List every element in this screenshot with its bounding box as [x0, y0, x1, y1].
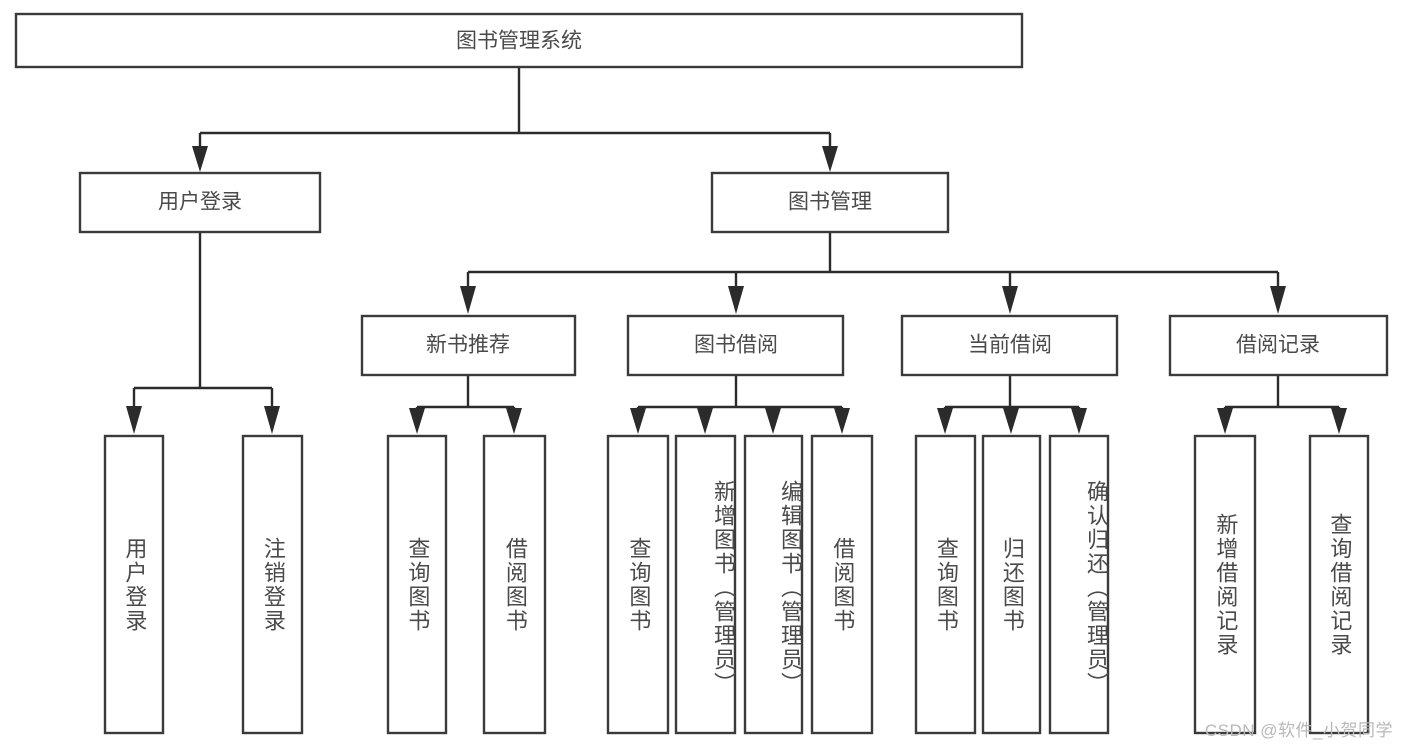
node-borrow-record-label: 借阅记录 — [1236, 334, 1320, 357]
node-current-borrow-box[interactable] — [900, 314, 1119, 377]
arrowhead-leaf-query-book-2 — [630, 408, 646, 434]
leaf-box-add-book[interactable] — [674, 434, 737, 735]
node-root-box[interactable] — [14, 12, 1024, 69]
connector-group-root — [192, 67, 838, 172]
node-user-login-label: 用户登录 — [158, 191, 242, 214]
node-new-book-rec[interactable]: 新书推荐 — [360, 314, 577, 377]
leaf-box-query-record[interactable] — [1308, 434, 1370, 735]
node-new-book-rec-label: 新书推荐 — [426, 334, 510, 357]
leaf-box-user-login[interactable] — [103, 434, 165, 735]
arrowhead-borrow-record — [1270, 286, 1286, 314]
leaf-box-add-record[interactable] — [1193, 434, 1257, 735]
arrowhead-leaf-query-book-1 — [409, 408, 425, 434]
arrowhead-leaf-add-book — [697, 408, 713, 434]
arrowhead-leaf-borrow-book-2 — [834, 408, 850, 434]
node-book-manage-box[interactable] — [710, 171, 950, 234]
arrowhead-leaf-borrow-book-1 — [506, 408, 522, 434]
node-new-book-rec-box[interactable] — [360, 314, 577, 377]
arrowhead-user-login — [192, 146, 208, 172]
connector-group-book-manage — [460, 232, 1286, 314]
node-borrow-record-box[interactable] — [1168, 314, 1389, 377]
node-user-login-box[interactable] — [78, 171, 322, 234]
arrowhead-leaf-logout — [264, 406, 280, 434]
leaf-box-edit-book[interactable] — [743, 434, 804, 735]
leaf-box-confirm-return[interactable] — [1048, 434, 1110, 735]
arrowhead-new-book-rec — [460, 286, 476, 314]
arrowhead-leaf-add-record — [1217, 408, 1233, 434]
node-book-borrow-box[interactable] — [626, 314, 845, 377]
leaf-box-logout[interactable] — [241, 434, 304, 735]
connector-group-book-borrow — [630, 375, 850, 434]
arrowhead-book-manage — [822, 146, 838, 172]
node-current-borrow-label: 当前借阅 — [968, 334, 1052, 357]
connector-group-borrow-record — [1217, 375, 1347, 434]
leaf-box-borrow-book-1[interactable] — [482, 434, 547, 735]
node-root-label: 图书管理系统 — [456, 30, 582, 53]
connector-group-current-borrow — [937, 375, 1087, 434]
arrowhead-leaf-query-book-3 — [937, 408, 953, 434]
node-current-borrow[interactable]: 当前借阅 — [900, 314, 1119, 377]
leaf-box-borrow-book-2[interactable] — [810, 434, 874, 735]
leaf-box-group — [103, 434, 1370, 735]
node-book-manage[interactable]: 图书管理 — [710, 171, 950, 234]
leaf-box-query-book-1[interactable] — [386, 434, 448, 735]
arrowhead-book-borrow — [728, 286, 744, 314]
node-borrow-record[interactable]: 借阅记录 — [1168, 314, 1389, 377]
leaf-box-query-book-3[interactable] — [914, 434, 977, 735]
connector-group-user-login — [126, 232, 280, 434]
node-user-login[interactable]: 用户登录 — [78, 171, 322, 234]
arrowhead-leaf-user-login — [126, 406, 142, 434]
node-book-borrow-label: 图书借阅 — [694, 334, 778, 357]
leaf-box-query-book-2[interactable] — [606, 434, 670, 735]
leaf-box-return-book[interactable] — [981, 434, 1042, 735]
arrowhead-leaf-return-book — [1003, 408, 1019, 434]
node-root[interactable]: 图书管理系统 — [14, 12, 1024, 69]
watermark-text: CSDN @软件_小贺同学 — [1204, 721, 1393, 740]
node-book-borrow[interactable]: 图书借阅 — [626, 314, 845, 377]
arrowhead-current-borrow — [1002, 286, 1018, 314]
arrowhead-leaf-confirm-return — [1071, 408, 1087, 434]
arrowhead-leaf-edit-book — [765, 408, 781, 434]
connector-group-new-book-rec — [409, 375, 522, 434]
node-book-manage-label: 图书管理 — [788, 191, 872, 214]
arrowhead-leaf-query-record — [1331, 408, 1347, 434]
